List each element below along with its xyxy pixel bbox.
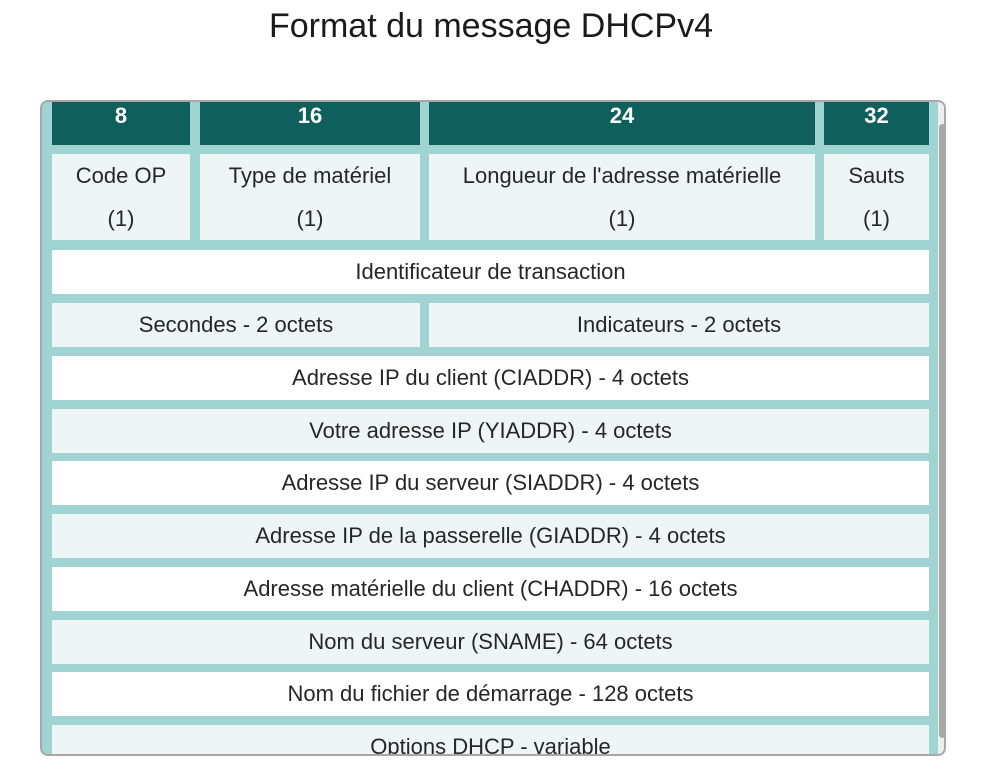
field-size: (1) [863,206,890,231]
field-giaddr: Adresse IP de la passerelle (GIADDR) - 4… [52,514,929,558]
field-hardware-type: Type de matériel (1) [200,154,420,240]
field-ciaddr: Adresse IP du client (CIADDR) - 4 octets [52,356,929,400]
header-bit-32: 32 [824,102,929,145]
field-label: Longueur de l'adresse matérielle [462,163,782,188]
field-size: (1) [296,206,324,231]
field-label: Code OP [75,163,167,188]
dhcp-format-table: 8 16 24 32 Code OP (1) Type de matériel … [40,100,946,756]
field-hardware-address-length: Longueur de l'adresse matérielle (1) [429,154,815,240]
field-transaction-id: Identificateur de transaction [52,250,929,294]
header-bit-8: 8 [52,102,190,145]
field-dhcp-options: Options DHCP - variable [52,725,929,754]
header-bit-24: 24 [429,102,815,145]
field-code-op: Code OP (1) [52,154,190,240]
field-sname: Nom du serveur (SNAME) - 64 octets [52,620,929,664]
field-yiaddr: Votre adresse IP (YIADDR) - 4 octets [52,409,929,453]
field-chaddr: Adresse matérielle du client (CHADDR) - … [52,567,929,611]
scrollbar-thumb[interactable] [939,124,944,738]
field-flags: Indicateurs - 2 octets [429,303,929,347]
field-label: Sauts [848,163,905,188]
diagram-title: Format du message DHCPv4 [268,7,714,45]
field-size: (1) [107,206,135,231]
field-label: Type de matériel [228,163,392,188]
field-seconds: Secondes - 2 octets [52,303,420,347]
field-boot-file: Nom du fichier de démarrage - 128 octets [52,672,929,716]
header-bit-16: 16 [200,102,420,145]
field-siaddr: Adresse IP du serveur (SIADDR) - 4 octet… [52,461,929,505]
field-hops: Sauts (1) [824,154,929,240]
field-size: (1) [608,206,636,231]
